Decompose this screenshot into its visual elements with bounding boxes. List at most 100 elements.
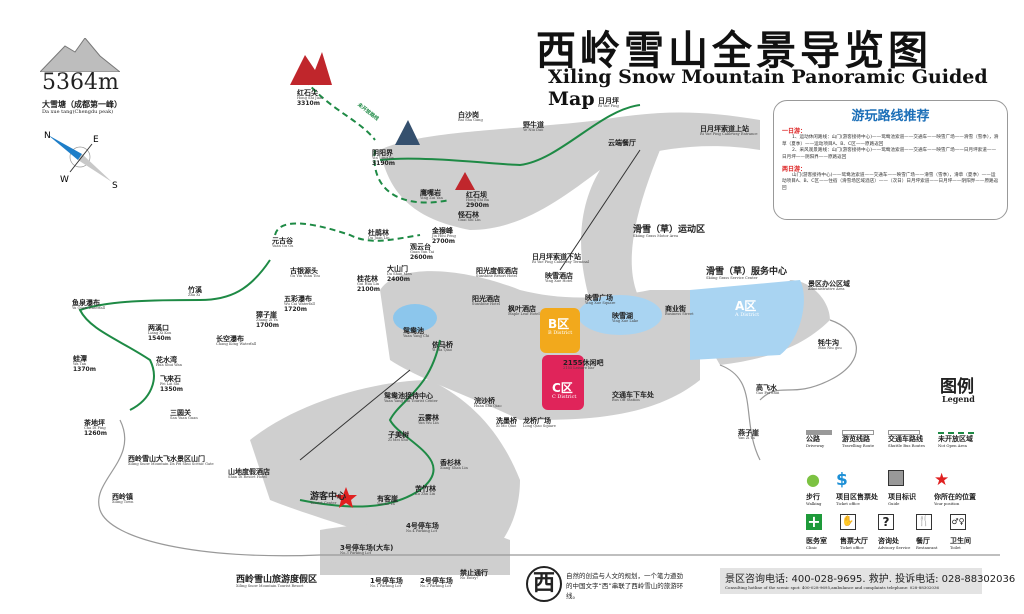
legend-label: 公路 — [806, 435, 820, 443]
place-elevation: 2400m — [387, 276, 410, 284]
legend-label: 你所在的位置 — [934, 493, 976, 501]
legend-label-en: Not Open Area — [938, 442, 967, 448]
ying-xue-lake — [578, 295, 662, 335]
place-name: 依马桥 — [432, 341, 453, 349]
place-name: 苦竹林 — [415, 485, 436, 493]
place-name: 云端餐厅 — [608, 139, 636, 147]
place-name-en: San Yuan Guan — [170, 416, 198, 421]
fork-knife-icon: 🍴 — [916, 514, 932, 534]
one-day-route-1: 1、运动休闲路线：山门(游客接待中心)——鸳鸯池索道——交通车——映雪广场——滑… — [782, 135, 999, 147]
place-name-en: Yu Quan Waterfall — [72, 306, 105, 311]
slogan: 自然的创造与人文的规划，一个笔力遒劲的中国文字“西”串联了西岭雪山的旅游环线。 — [566, 572, 684, 600]
place-name: 桂花林 — [357, 275, 378, 283]
legend-label-en: Clinic — [806, 544, 818, 550]
place-name: 五彩瀑布 — [284, 295, 312, 303]
dashed-green-line-icon — [938, 424, 974, 444]
footprint-icon: ● — [806, 470, 820, 489]
place-name-en: Chang Kong Waterfall — [216, 342, 257, 347]
place-name: 日月坪索道上站 — [700, 125, 749, 133]
place-name-en: Ying Xue Hotel — [545, 279, 573, 284]
place-name: 2155休闲吧 — [563, 359, 604, 367]
place-name: 阳光酒店 — [472, 295, 500, 303]
place-name-en: Skiing Grass Service Center — [706, 276, 758, 281]
red-star-icon: ★ — [934, 470, 950, 490]
place-name: 三圆关 — [170, 409, 191, 417]
place-name: 两溪口 — [148, 324, 169, 332]
place-elevation: 1370m — [73, 366, 96, 374]
place-name-en: No Entry! — [460, 576, 479, 581]
place-name: 西岭雪山旅游度假区 — [236, 575, 318, 585]
place-name: 鸳鸯池 — [403, 327, 424, 335]
place-name: 子美树 — [388, 431, 409, 439]
legend-label-en: Driveway — [806, 442, 825, 448]
legend-label: 售票大厅 — [840, 537, 868, 545]
place-name: 野牛道 — [523, 121, 544, 129]
route-title: 游玩路线推荐 — [851, 109, 930, 124]
legend-label: 项目标识 — [888, 493, 916, 501]
c-district-area — [542, 355, 584, 410]
place-name-en: Yan Zi Ya — [738, 436, 755, 441]
place-name: 云雾林 — [418, 414, 439, 422]
place-name: 红石尖 — [297, 89, 318, 97]
bus-route-line-icon — [888, 424, 920, 444]
legend-label-en: Guide — [888, 500, 900, 506]
one-day-heading: 一日游： — [782, 128, 807, 135]
map-subtitle: Xiling Snow Mountain Panoramic Guided Ma… — [548, 66, 988, 110]
place-name: 香杉林 — [440, 459, 461, 467]
place-elevation: 1540m — [148, 335, 171, 343]
place-elevation: 2600m — [410, 254, 433, 262]
place-name: 长空瀑布 — [216, 335, 244, 343]
place-name-en: You Ke Ya — [377, 502, 395, 507]
place-name-en: Hua Shui Wan — [156, 363, 182, 368]
district-name: A区 — [735, 299, 757, 313]
legend-label: 项目区售票处 — [836, 493, 878, 501]
place-name-en: Fei Lai Shi — [160, 382, 180, 387]
place-name: 西岭镇 — [112, 493, 133, 501]
place-name: 日月坪索道下站 — [532, 253, 581, 261]
place-name: 1号停车场 — [370, 577, 403, 585]
peak-name-en: Da xue tang(Chengdu peak) — [42, 109, 114, 115]
place-name-en: Yi Ma Qiao — [432, 348, 452, 353]
place-name: 山地度假酒店 — [228, 468, 270, 476]
legend-label: 未开放区域 — [938, 435, 973, 443]
place-name-en: Wu Cai Waterfall — [284, 302, 315, 307]
place-name-en: Skiing Grass Motor Area — [633, 234, 679, 239]
legend-label-en: Shuttle Bus Routes — [888, 442, 925, 448]
b-district-area — [540, 308, 580, 353]
route-recommendation-panel: 游玩路线推荐 一日游： 1、运动休闲路线：山门(游客接待中心)——鸳鸯池索道——… — [773, 100, 1008, 220]
one-day-route-2: 2、采风观景路线：山门(游客接待中心)——鸳鸯池索道——交通车——映雪广场——日… — [782, 148, 997, 160]
place-name: 阴阳界 — [372, 149, 393, 157]
place-name: 燕子崖 — [738, 429, 759, 437]
place-elevation: 1260m — [84, 430, 107, 438]
place-name-en: Tourist Center — [310, 501, 337, 506]
place-name-en: Gao Fei Shui — [756, 391, 780, 396]
place-name-en: Yuan Yang Chi Tourist Center — [384, 399, 438, 404]
legend-label-en: Ticket office — [836, 500, 860, 506]
